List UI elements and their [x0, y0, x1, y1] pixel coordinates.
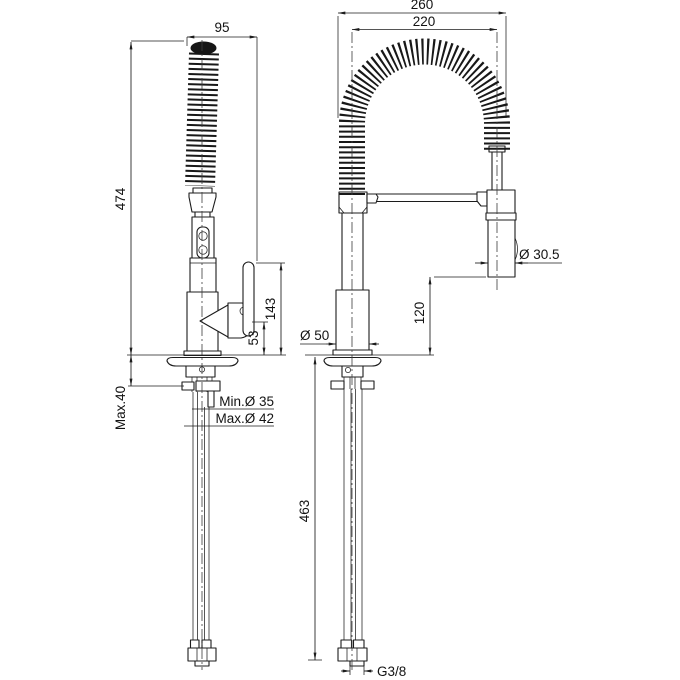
escutcheon-front [323, 356, 382, 367]
dim-handle-height-label: 143 [263, 298, 278, 321]
spring-collar [338, 191, 368, 214]
dim-total-height-label: 474 [113, 187, 128, 210]
dim-body-diameter-label: Ø 50 [300, 328, 329, 343]
mounting-nut [195, 380, 221, 392]
spray-holder-bracket [486, 189, 516, 214]
spring-top-cap [190, 41, 217, 55]
dim-spout-height-label: 53 [246, 330, 261, 345]
dim-center-width-label: 220 [413, 14, 436, 29]
support-arm [365, 193, 479, 203]
spray-button-bottom [198, 245, 208, 255]
dim-hose-length-label: 463 [297, 500, 312, 523]
g38-thread-tip [349, 660, 365, 667]
front-view-mounting [323, 356, 382, 667]
dim-deck-thickness-label: Max.40 [113, 386, 128, 430]
front-view-dimension-lines [313, 11, 528, 673]
dim-spray-diameter-label: Ø 30.5 [519, 247, 560, 262]
handle-lever [242, 261, 255, 337]
spray-head-body [487, 219, 516, 278]
dim-hole-min-label: Min.Ø 35 [219, 394, 274, 409]
dim-connection-thread-label: G3/8 [377, 664, 406, 679]
front-view-faucet-body [332, 191, 479, 356]
dim-outlet-height-label: 120 [412, 302, 427, 325]
front-view-extension-lines [300, 16, 562, 675]
dim-hole-max-label: Max.Ø 42 [215, 411, 274, 426]
side-view: 95 474 143 53 Max.40 Min.Ø 35 Max.Ø 42 [113, 20, 286, 670]
side-view-dimension-lines [129, 35, 283, 387]
dim-spray-width-label: 95 [214, 20, 229, 35]
spray-button-top [198, 231, 208, 241]
side-view-mounting [166, 356, 239, 667]
escutcheon [166, 356, 239, 367]
front-view: 260 220 Ø 30.5 Ø 50 120 463 G3/8 [297, 0, 562, 679]
hose-hex-nut-front [337, 647, 368, 662]
side-view-faucet-body [183, 187, 255, 357]
mounting-stud [207, 390, 215, 408]
dim-overall-width-label: 260 [411, 0, 434, 12]
spring-hose-arch [339, 38, 510, 195]
side-view-extension-lines [127, 37, 286, 427]
